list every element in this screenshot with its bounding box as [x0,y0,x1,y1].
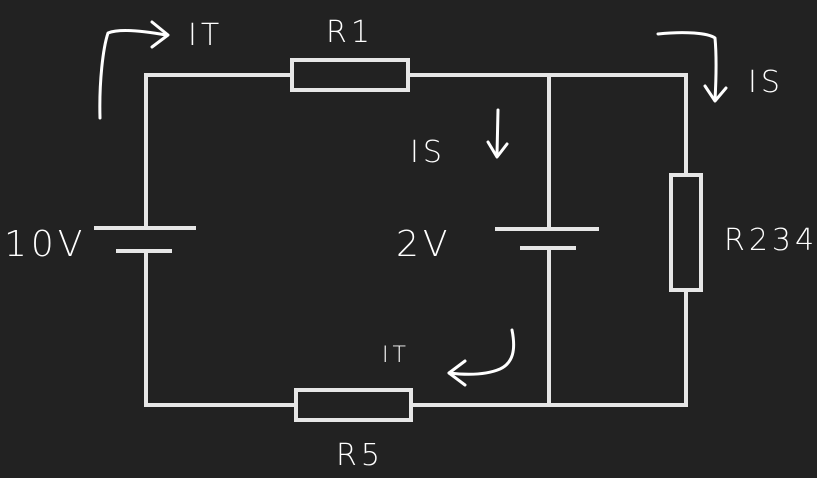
resistor-r5 [294,388,413,422]
label-source-2v: 2V [396,224,452,265]
arrow-it-top-stroke [98,29,168,120]
current-arrow-top-left [98,20,170,120]
label-source-10v: 10V [4,224,86,265]
label-current-top: IT [188,18,223,53]
arrow-is-right-head [703,84,728,103]
resistor-r1 [290,58,410,92]
arrow-it-bottom-stroke [447,328,516,376]
label-r234: R234 [724,223,817,258]
label-r5: R5 [336,438,384,473]
arrow-is-mid-head [486,140,509,159]
label-current-right: IS [748,65,784,100]
current-arrow-bottom [447,328,516,387]
arrow-it-bottom-head [447,359,467,387]
arrow-it-top-head [150,20,170,49]
battery-10v [94,226,196,253]
current-arrow-mid-down [486,108,509,159]
label-current-mid: IS [410,135,446,170]
arrow-is-mid-stroke [495,108,500,157]
wires [144,73,688,407]
arrow-is-right-stroke [656,31,718,102]
label-current-bottom: IT [382,343,410,368]
resistor-r234 [669,173,703,292]
current-arrow-top-right [656,31,728,103]
label-r1: R1 [326,15,374,50]
battery-2v [495,227,599,250]
